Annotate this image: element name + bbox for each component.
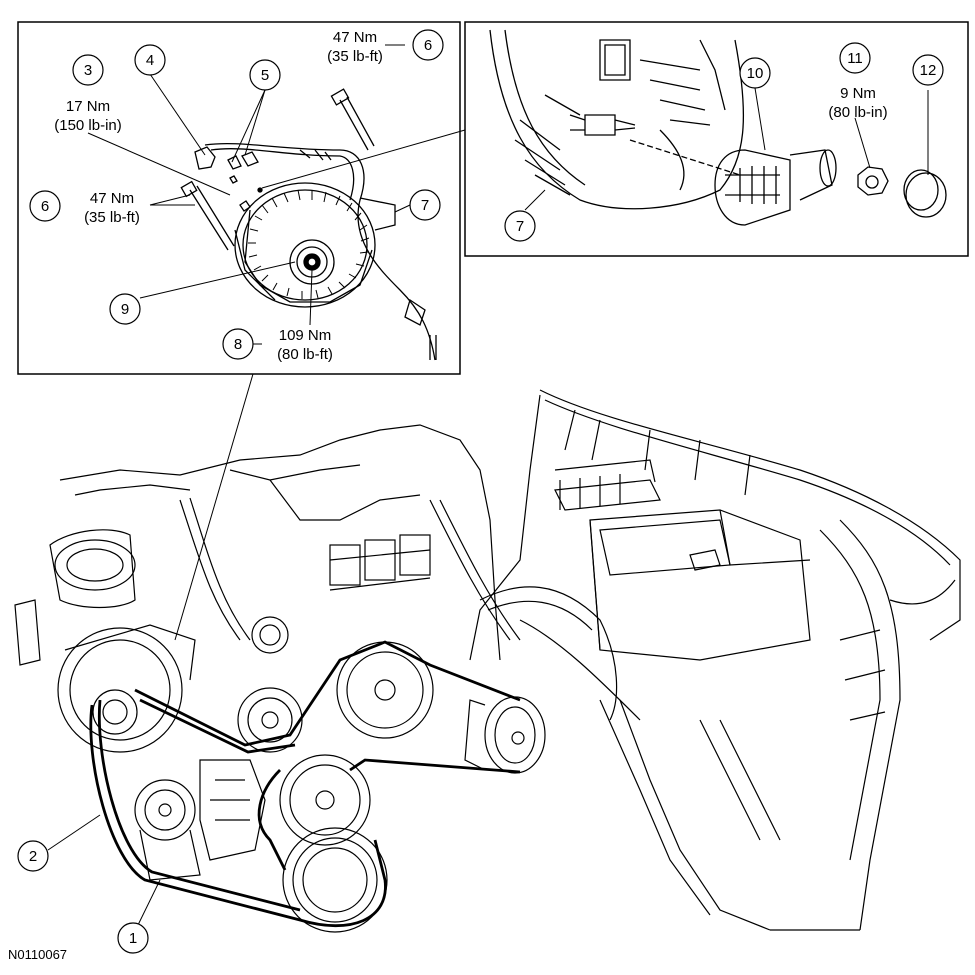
svg-text:2: 2 [29,848,37,865]
callout-7-left-box: 7 [409,189,441,221]
callout-11: 11 [839,42,871,74]
svg-text:1: 1 [129,930,137,947]
callout-4: 4 [134,44,166,76]
callout-3: 3 [72,54,104,86]
callout-7-right-box: 7 [504,210,536,242]
leader-lines-main [47,814,161,926]
svg-text:6: 6 [424,37,432,54]
figure-id: N0110067 [8,947,68,962]
svg-text:8: 8 [234,336,242,353]
callout-2: 2 [17,840,49,872]
drive-belt [89,640,521,928]
callout-8: 8 [222,328,254,360]
torque-label-11: 9 Nm (80 lb-in) [828,85,887,121]
svg-text:10: 10 [747,65,764,82]
detail-box-pulley-nut [464,21,969,257]
svg-text:4: 4 [146,52,154,69]
svg-text:47 Nm: 47 Nm [333,29,377,46]
svg-text:109 Nm: 109 Nm [279,327,332,344]
svg-text:(35 lb-ft): (35 lb-ft) [327,48,383,65]
svg-text:47 Nm: 47 Nm [90,190,134,207]
callout-12: 12 [912,54,944,86]
callout-5: 5 [249,59,281,91]
svg-text:9 Nm: 9 Nm [840,85,876,102]
svg-text:17 Nm: 17 Nm [66,98,110,115]
callout-1: 1 [117,922,149,954]
svg-text:7: 7 [516,218,524,235]
svg-text:(80 lb-in): (80 lb-in) [828,104,887,121]
svg-text:6: 6 [41,198,49,215]
leader-lines-right-box [261,87,929,211]
svg-text:12: 12 [920,62,937,79]
leader-lines-left-box [87,44,411,641]
pulley-nut-drawing [489,29,947,226]
svg-text:(35 lb-ft): (35 lb-ft) [84,209,140,226]
svg-text:3: 3 [84,62,92,79]
callout-6-left: 6 [29,190,61,222]
torque-label-6-left: 47 Nm (35 lb-ft) [84,190,140,226]
torque-label-8: 109 Nm (80 lb-ft) [277,327,333,363]
engine-bay-drawing [14,424,546,933]
torque-label-3: 17 Nm (150 lb-in) [54,98,122,134]
svg-text:11: 11 [847,50,863,67]
svg-text:(150 lb-in): (150 lb-in) [54,117,122,134]
torque-label-6-top: 47 Nm (35 lb-ft) [327,29,383,65]
callout-10: 10 [739,57,771,89]
svg-text:9: 9 [121,301,129,318]
svg-text:5: 5 [261,67,269,84]
callout-9: 9 [109,293,141,325]
body-structure-drawing [469,389,961,931]
callout-6-top: 6 [412,29,444,61]
svg-text:7: 7 [421,197,429,214]
svg-text:(80 lb-ft): (80 lb-ft) [277,346,333,363]
